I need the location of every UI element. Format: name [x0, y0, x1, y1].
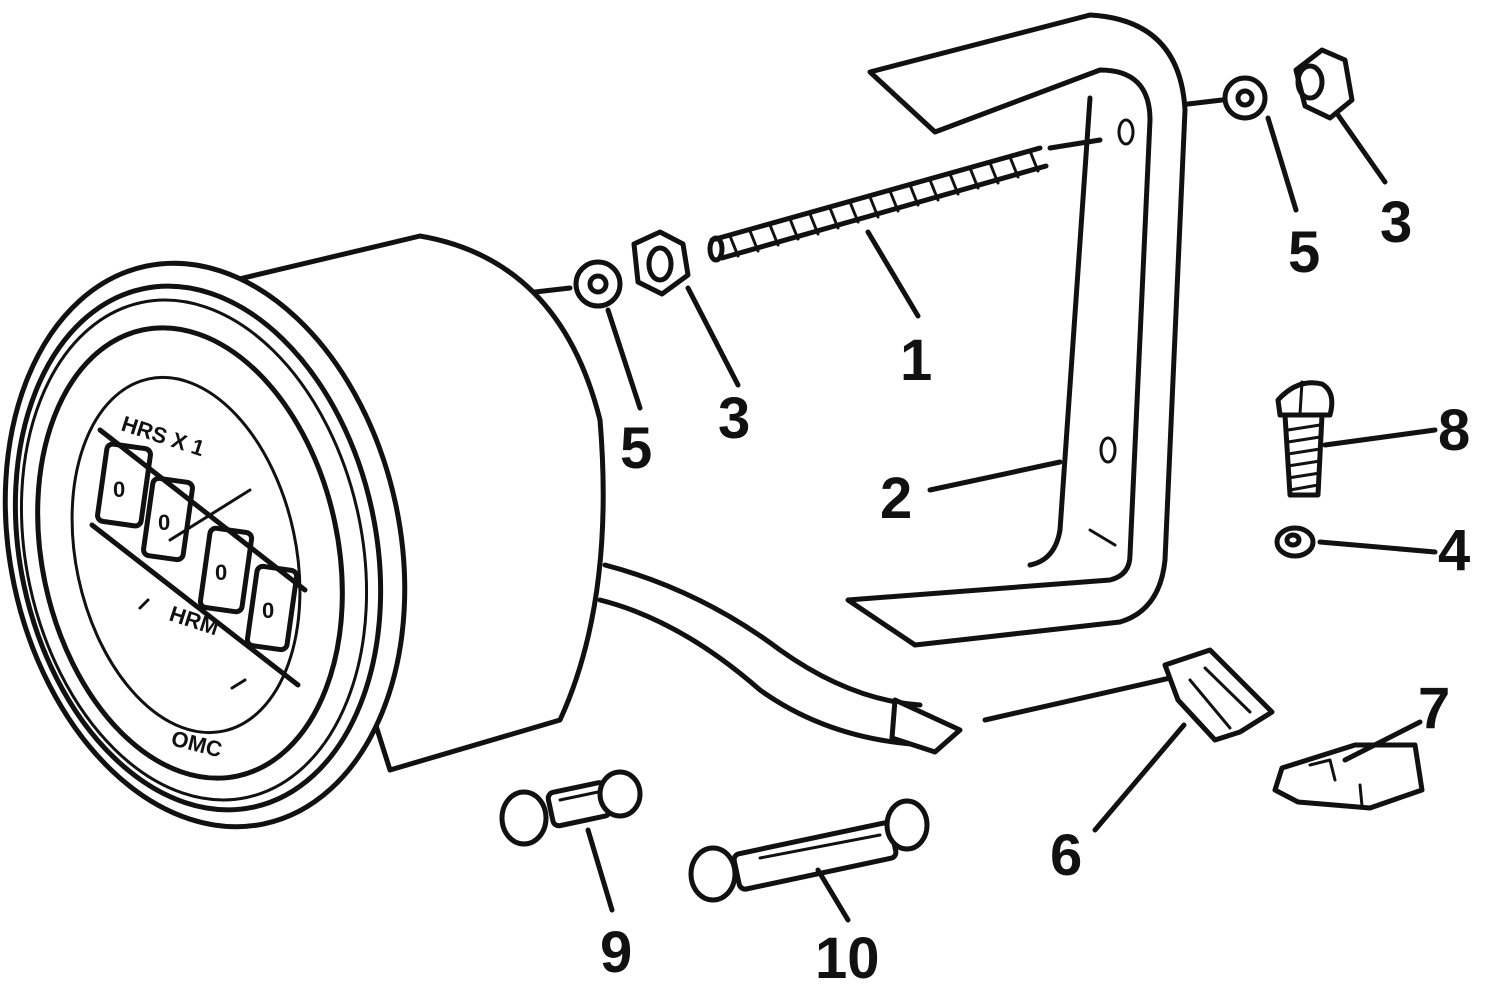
- fuse-large: [688, 798, 930, 903]
- terminal-connector: [982, 647, 1275, 743]
- callout-5-right: 5: [1288, 220, 1320, 285]
- mounting-bracket: [845, 12, 1188, 648]
- counter-digit: 0: [197, 525, 255, 615]
- svg-text:0: 0: [158, 510, 170, 535]
- callout-7: 7: [1418, 676, 1450, 741]
- wire-harness: [597, 562, 963, 755]
- counter-window: 0 0 0 0: [89, 427, 308, 688]
- mounting-screw: [1275, 380, 1335, 498]
- callout-1: 1: [900, 328, 932, 393]
- counter-digit: 0: [95, 441, 153, 529]
- fuse-small: [499, 769, 643, 847]
- hour-meter-gauge: 0 0 0 0 HRS X 1 HRM OMC: [2, 233, 606, 830]
- callout-6: 6: [1050, 823, 1082, 888]
- terminal-clip: [1272, 742, 1425, 811]
- lock-washer-right: [1222, 75, 1268, 121]
- callout-5-left: 5: [620, 416, 652, 481]
- svg-text:0: 0: [113, 477, 125, 502]
- svg-text:0: 0: [215, 560, 227, 585]
- callout-3-right: 3: [1380, 190, 1412, 255]
- counter-digit: 0: [141, 475, 195, 563]
- counter-digit: 0: [244, 563, 300, 653]
- callout-3-left: 3: [718, 386, 750, 451]
- hex-nut-right: [1293, 47, 1355, 121]
- small-nut: [1274, 525, 1316, 559]
- hex-nut-left: [631, 229, 691, 297]
- dial-pointer: [168, 488, 252, 542]
- callout-8: 8: [1438, 398, 1470, 463]
- lock-washer-left: [573, 259, 623, 309]
- callout-9: 9: [600, 920, 632, 985]
- callout-2: 2: [880, 466, 912, 531]
- callout-10: 10: [815, 926, 880, 991]
- svg-text:0: 0: [262, 598, 274, 623]
- leader-lines: [532, 97, 1438, 923]
- threaded-stud: [707, 145, 1049, 263]
- callout-4: 4: [1438, 518, 1470, 583]
